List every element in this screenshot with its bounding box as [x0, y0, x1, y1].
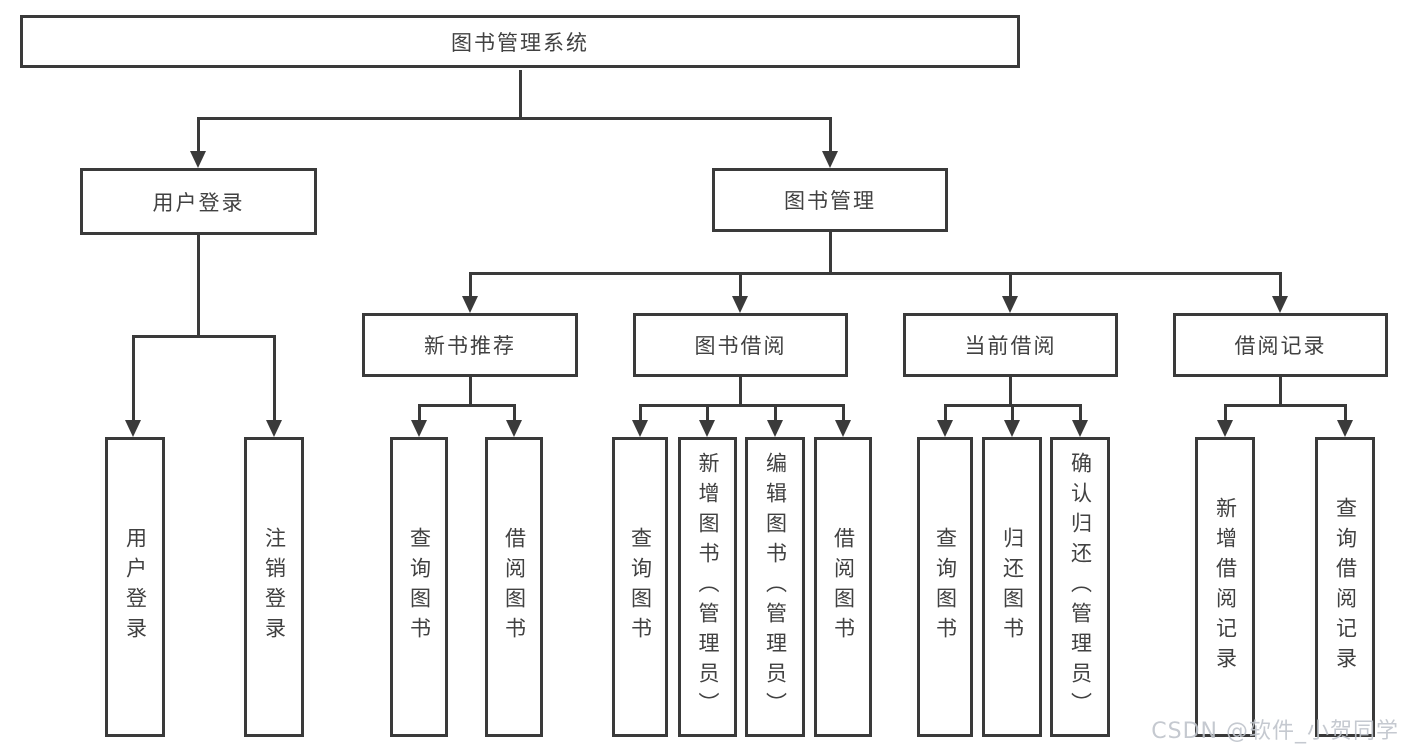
connector-line-horizontal — [638, 403, 845, 407]
leaf-current-confirm-return-admin: 确认归还（管理员） — [1050, 437, 1110, 737]
connector-line-vertical — [196, 235, 200, 338]
arrowhead-down-icon — [732, 296, 748, 313]
arrowhead-down-icon — [1072, 420, 1088, 437]
connector-line-horizontal — [131, 334, 276, 338]
arrowhead-down-icon — [1004, 420, 1020, 437]
leaf-current-query-books: 查询图书 — [917, 437, 973, 737]
node-new-book-recommend: 新书推荐 — [362, 313, 578, 377]
leaf-borrow-query-books: 查询图书 — [612, 437, 668, 737]
arrowhead-down-icon — [125, 420, 141, 437]
connector-arrow-stem — [638, 405, 642, 422]
connector-arrow-stem — [773, 405, 777, 422]
connector-arrow-stem — [1008, 273, 1012, 298]
connector-line-vertical — [828, 232, 832, 275]
leaf-borrow-edit-books-admin: 编辑图书（管理员） — [745, 437, 805, 737]
arrowhead-down-icon — [1217, 420, 1233, 437]
arrowhead-down-icon — [822, 151, 838, 168]
arrowhead-down-icon — [767, 420, 783, 437]
leaf-user-login-label: 用户登录 — [123, 527, 148, 647]
node-root-label: 图书管理系统 — [451, 30, 589, 55]
connector-arrow-stem — [1010, 405, 1014, 422]
node-current-borrowing-label: 当前借阅 — [964, 334, 1057, 358]
node-new-book-recommend-label: 新书推荐 — [424, 334, 516, 358]
arrowhead-down-icon — [1002, 296, 1018, 313]
connector-arrow-stem — [1278, 273, 1282, 298]
node-root: 图书管理系统 — [20, 15, 1020, 68]
connector-line-vertical — [1008, 377, 1012, 407]
arrowhead-down-icon — [835, 420, 851, 437]
leaf-records-query-record: 查询借阅记录 — [1315, 437, 1375, 737]
connector-arrow-stem — [468, 273, 472, 298]
arrowhead-down-icon — [266, 420, 282, 437]
leaf-logout: 注销登录 — [244, 437, 304, 737]
connector-arrow-stem — [738, 273, 742, 298]
leaf-current-return-books: 归还图书 — [982, 437, 1042, 737]
connector-line-horizontal — [468, 271, 1282, 275]
connector-line-horizontal — [196, 116, 832, 120]
connector-line-vertical — [468, 377, 472, 407]
arrowhead-down-icon — [699, 420, 715, 437]
leaf-user-login: 用户登录 — [105, 437, 165, 737]
leaf-newbook-borrow-books: 借阅图书 — [485, 437, 543, 737]
connector-arrow-stem — [705, 405, 709, 422]
leaf-borrow-add-books-admin: 新增图书（管理员） — [678, 437, 737, 737]
connector-line-vertical — [518, 70, 522, 120]
connector-line-horizontal — [417, 403, 516, 407]
node-book-borrowing-label: 图书借阅 — [694, 334, 787, 358]
connector-arrow-stem — [841, 405, 845, 422]
node-book-borrowing: 图书借阅 — [633, 313, 848, 377]
connector-arrow-stem — [1223, 405, 1227, 422]
connector-arrow-stem — [272, 336, 276, 422]
leaf-borrow-borrow-books-label: 借阅图书 — [831, 527, 856, 647]
leaf-current-confirm-return-admin-label: 确认归还（管理员） — [1068, 452, 1093, 722]
leaf-borrow-add-books-admin-label: 新增图书（管理员） — [696, 452, 720, 722]
arrowhead-down-icon — [632, 420, 648, 437]
connector-line-vertical — [1278, 377, 1282, 407]
node-book-management: 图书管理 — [712, 168, 948, 232]
leaf-newbook-query-books: 查询图书 — [390, 437, 448, 737]
leaf-records-add-record: 新增借阅记录 — [1195, 437, 1255, 737]
leaf-borrow-edit-books-admin-label: 编辑图书（管理员） — [763, 452, 788, 722]
leaf-newbook-query-books-label: 查询图书 — [407, 527, 432, 647]
node-current-borrowing: 当前借阅 — [903, 313, 1118, 377]
leaf-records-query-record-label: 查询借阅记录 — [1333, 497, 1358, 677]
leaf-current-query-books-label: 查询图书 — [933, 527, 958, 647]
connector-arrow-stem — [1343, 405, 1347, 422]
connector-arrow-stem — [828, 118, 832, 153]
arrowhead-down-icon — [506, 420, 522, 437]
node-book-management-label: 图书管理 — [784, 189, 876, 213]
leaf-current-return-books-label: 归还图书 — [1000, 527, 1025, 647]
arrowhead-down-icon — [411, 420, 427, 437]
arrowhead-down-icon — [1337, 420, 1353, 437]
connector-arrow-stem — [417, 405, 421, 422]
arrowhead-down-icon — [462, 296, 478, 313]
arrowhead-down-icon — [937, 420, 953, 437]
watermark: CSDN @软件_小贺同学 — [1151, 719, 1399, 744]
connector-line-vertical — [738, 377, 742, 407]
connector-arrow-stem — [196, 118, 200, 153]
arrowhead-down-icon — [1272, 296, 1288, 313]
node-borrowing-records: 借阅记录 — [1173, 313, 1388, 377]
leaf-logout-label: 注销登录 — [262, 527, 287, 647]
connector-arrow-stem — [512, 405, 516, 422]
connector-line-horizontal — [1223, 403, 1347, 407]
connector-arrow-stem — [943, 405, 947, 422]
connector-arrow-stem — [131, 336, 135, 422]
arrowhead-down-icon — [190, 151, 206, 168]
node-user-login-label: 用户登录 — [152, 190, 245, 215]
leaf-newbook-borrow-books-label: 借阅图书 — [502, 527, 527, 647]
node-borrowing-records-label: 借阅记录 — [1234, 334, 1327, 358]
connector-arrow-stem — [1078, 405, 1082, 422]
leaf-records-add-record-label: 新增借阅记录 — [1213, 497, 1238, 677]
node-user-login: 用户登录 — [80, 168, 317, 235]
leaf-borrow-query-books-label: 查询图书 — [628, 527, 653, 647]
leaf-borrow-borrow-books: 借阅图书 — [814, 437, 872, 737]
